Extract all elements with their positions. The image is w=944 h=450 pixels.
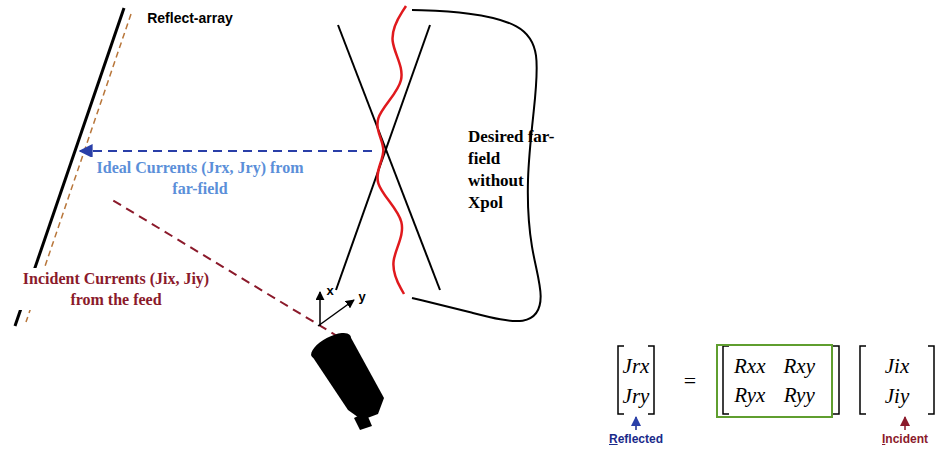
far-field-label: Desired far-field without Xpol bbox=[468, 126, 556, 214]
axis-label: x bbox=[326, 282, 333, 299]
vector-entry: Jrx bbox=[623, 354, 650, 379]
matrix-entry: Rxx bbox=[734, 354, 765, 379]
vector-entry: Jry bbox=[623, 384, 650, 409]
matrix-box: Rxx RxyRyx Ryy bbox=[716, 344, 833, 418]
feed-horn bbox=[307, 328, 384, 430]
incident-caption: Incident bbox=[882, 431, 928, 447]
radiation-pattern bbox=[377, 6, 406, 294]
incident-current-arrow bbox=[86, 184, 352, 345]
y-axis bbox=[318, 300, 354, 326]
vector-entry: Jix bbox=[885, 354, 909, 379]
incident-pointer bbox=[904, 417, 906, 430]
matrix-brackets bbox=[618, 346, 934, 414]
matrix-entry: Ryx bbox=[734, 383, 765, 408]
current-label: Ideal Currents (Jrx, Jry) from far-field bbox=[85, 157, 315, 199]
part-name: Reflect-array bbox=[147, 9, 233, 27]
vector-entry: Jiy bbox=[885, 384, 909, 409]
equals-sign: = bbox=[684, 368, 696, 394]
reflected-caption: Reflected bbox=[609, 431, 663, 447]
ideal-current-arrow bbox=[80, 150, 372, 152]
matrix-entry: Rxy bbox=[783, 354, 814, 379]
axis-label: y bbox=[358, 288, 365, 305]
matrix-entry: Ryy bbox=[783, 383, 814, 408]
reflected-pointer bbox=[635, 417, 637, 430]
x-axis bbox=[319, 292, 321, 326]
pattern-line bbox=[338, 25, 440, 290]
current-label: Incident Currents (Jix, Jiy) from the fe… bbox=[5, 268, 227, 310]
